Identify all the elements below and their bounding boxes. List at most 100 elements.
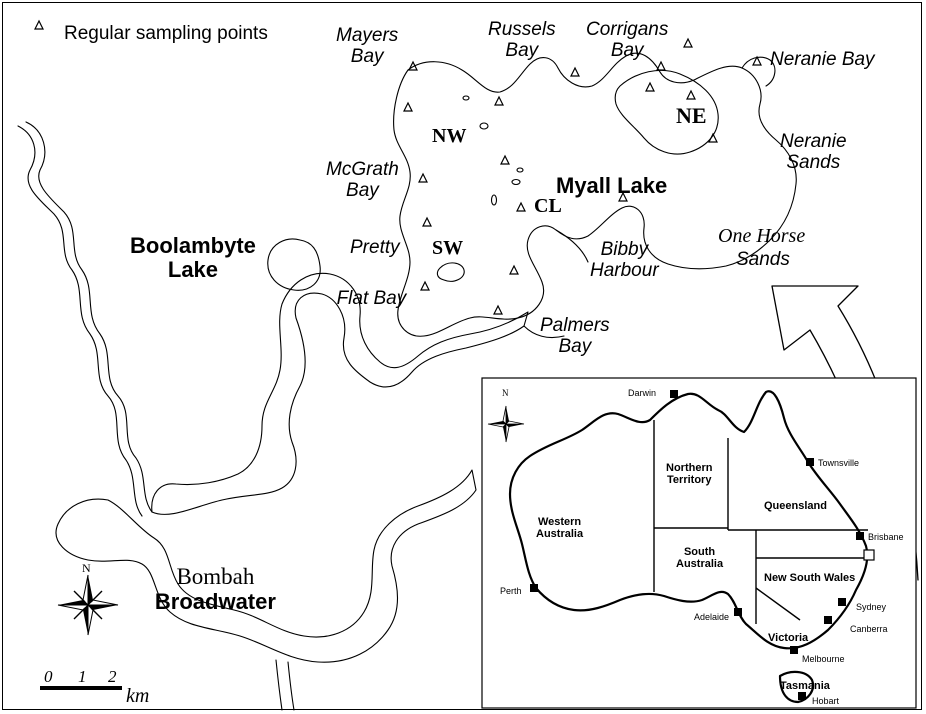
- label-one-horse-2: Sands: [736, 249, 790, 270]
- sampling-point: [500, 154, 510, 165]
- label-palmers-bay: Palmers Bay: [540, 315, 610, 357]
- city-marker: [856, 532, 864, 540]
- city-marker: [734, 608, 742, 616]
- city-marker: [530, 584, 538, 592]
- sampling-point: [509, 264, 519, 275]
- island-6: [436, 262, 465, 282]
- island-5: [462, 95, 470, 101]
- bombah-prefix: Bombah: [176, 564, 255, 590]
- compass-rose-icon: [57, 574, 119, 636]
- label-one-horse-1: One Horse: [718, 225, 806, 247]
- australia-outline: [508, 390, 869, 704]
- label-russels-bay: Russels Bay: [488, 19, 556, 61]
- city-sydney: Sydney: [856, 602, 887, 612]
- scale-unit: km: [126, 685, 150, 707]
- inset-north-label: N: [502, 388, 509, 398]
- city-canberra: Canberra: [850, 624, 888, 634]
- city-townsville: Townsville: [818, 458, 860, 468]
- scale-tick-0: 0: [44, 667, 53, 686]
- city-marker: [806, 458, 814, 466]
- channel-south: [523, 229, 589, 339]
- inset-compass-icon: [487, 405, 525, 443]
- island-1: [479, 122, 489, 130]
- state-new-south-wales: New South Wales: [764, 572, 856, 584]
- label-neranie-bay: Neranie Bay: [770, 49, 875, 70]
- label-myall-lake: Myall Lake: [556, 173, 668, 198]
- city-marker: [798, 692, 806, 700]
- region-sw: SW: [432, 237, 464, 259]
- study-site-marker: [863, 549, 875, 561]
- legend-label: Regular sampling points: [64, 23, 268, 44]
- label-boolambyte-lake: Boolambyte Lake: [130, 233, 256, 282]
- sampling-points: [34, 19, 762, 315]
- sampling-point: [708, 132, 718, 143]
- sampling-point: [34, 19, 44, 30]
- city-marker: [838, 598, 846, 606]
- city-marker: [670, 390, 678, 398]
- tasmania-coast: [778, 670, 815, 704]
- city-brisbane: Brisbane: [868, 532, 904, 542]
- city-perth: Perth: [500, 586, 522, 596]
- sampling-point: [408, 60, 418, 71]
- inset-frame: [481, 377, 917, 709]
- boolambyte-shore: [267, 238, 321, 291]
- sampling-point: [683, 37, 693, 48]
- label-corrigans-bay: Corrigans Bay: [586, 19, 669, 61]
- label-bibby-harbour: Bibby Harbour: [590, 239, 659, 281]
- sampling-point: [403, 101, 413, 112]
- sampling-point: [516, 201, 526, 212]
- bombah-main: Broadwater: [154, 589, 276, 615]
- sampling-point: [420, 280, 430, 291]
- sampling-point: [418, 172, 428, 183]
- bombah-outlet: [275, 659, 295, 711]
- myall-inner-bay: [614, 69, 719, 155]
- state-borders: [653, 420, 868, 624]
- sampling-point: [422, 216, 432, 227]
- sampling-point: [494, 95, 504, 106]
- neranie-bay-shore: [741, 56, 776, 87]
- region-ne: NE: [676, 103, 707, 128]
- sampling-point: [656, 60, 666, 71]
- bombah-shore: [151, 272, 529, 515]
- scale-tick-1: 1: [78, 667, 87, 686]
- scale-tick-2: 2: [108, 667, 117, 686]
- sampling-point: [570, 66, 580, 77]
- sampling-point: [618, 191, 628, 202]
- state-northern-territory: Northern Territory: [666, 462, 713, 487]
- sampling-point: [645, 81, 655, 92]
- label-mayers-bay: Mayers Bay: [336, 25, 399, 67]
- river-bank-east: [25, 121, 153, 513]
- river-bank-west: [17, 125, 143, 517]
- myall-lake-shore: [393, 52, 797, 337]
- city-darwin: Darwin: [628, 388, 657, 398]
- state-tasmania: Tasmania: [780, 680, 830, 692]
- label-neranie-sands: Neranie Sands: [780, 131, 847, 173]
- region-cl: CL: [534, 195, 562, 217]
- city-marker: [790, 646, 798, 654]
- island-2: [511, 178, 521, 186]
- state-south-australia: South Australia: [676, 546, 724, 571]
- island-4: [490, 194, 498, 206]
- label-mcgrath-bay: McGrath Bay: [326, 159, 399, 201]
- state-western-australia: Western Australia: [536, 516, 584, 541]
- bombah-lower-shore: [55, 469, 477, 663]
- australia-coast: [508, 390, 869, 650]
- sampling-point: [493, 304, 503, 315]
- label-pretty-flat-bay-2: Flat Bay: [326, 268, 407, 309]
- city-marker: [824, 616, 832, 624]
- sampling-point: [686, 89, 696, 100]
- island-3: [516, 167, 524, 173]
- label-pretty-flat-bay-1: Pretty: [350, 237, 400, 258]
- pretty-flat-bay-text: Flat Bay: [336, 287, 407, 309]
- label-bombah-broadwater: Bombah Broadwater: [146, 548, 276, 614]
- state-queensland: Queensland: [764, 500, 827, 512]
- city-markers: [530, 390, 864, 700]
- city-melbourne: Melbourne: [802, 654, 845, 664]
- sampling-point: [752, 55, 762, 66]
- city-hobart: Hobart: [812, 696, 840, 706]
- north-label: N: [82, 561, 91, 575]
- region-nw: NW: [432, 125, 467, 147]
- city-adelaide: Adelaide: [694, 612, 730, 622]
- state-victoria: Victoria: [768, 632, 809, 644]
